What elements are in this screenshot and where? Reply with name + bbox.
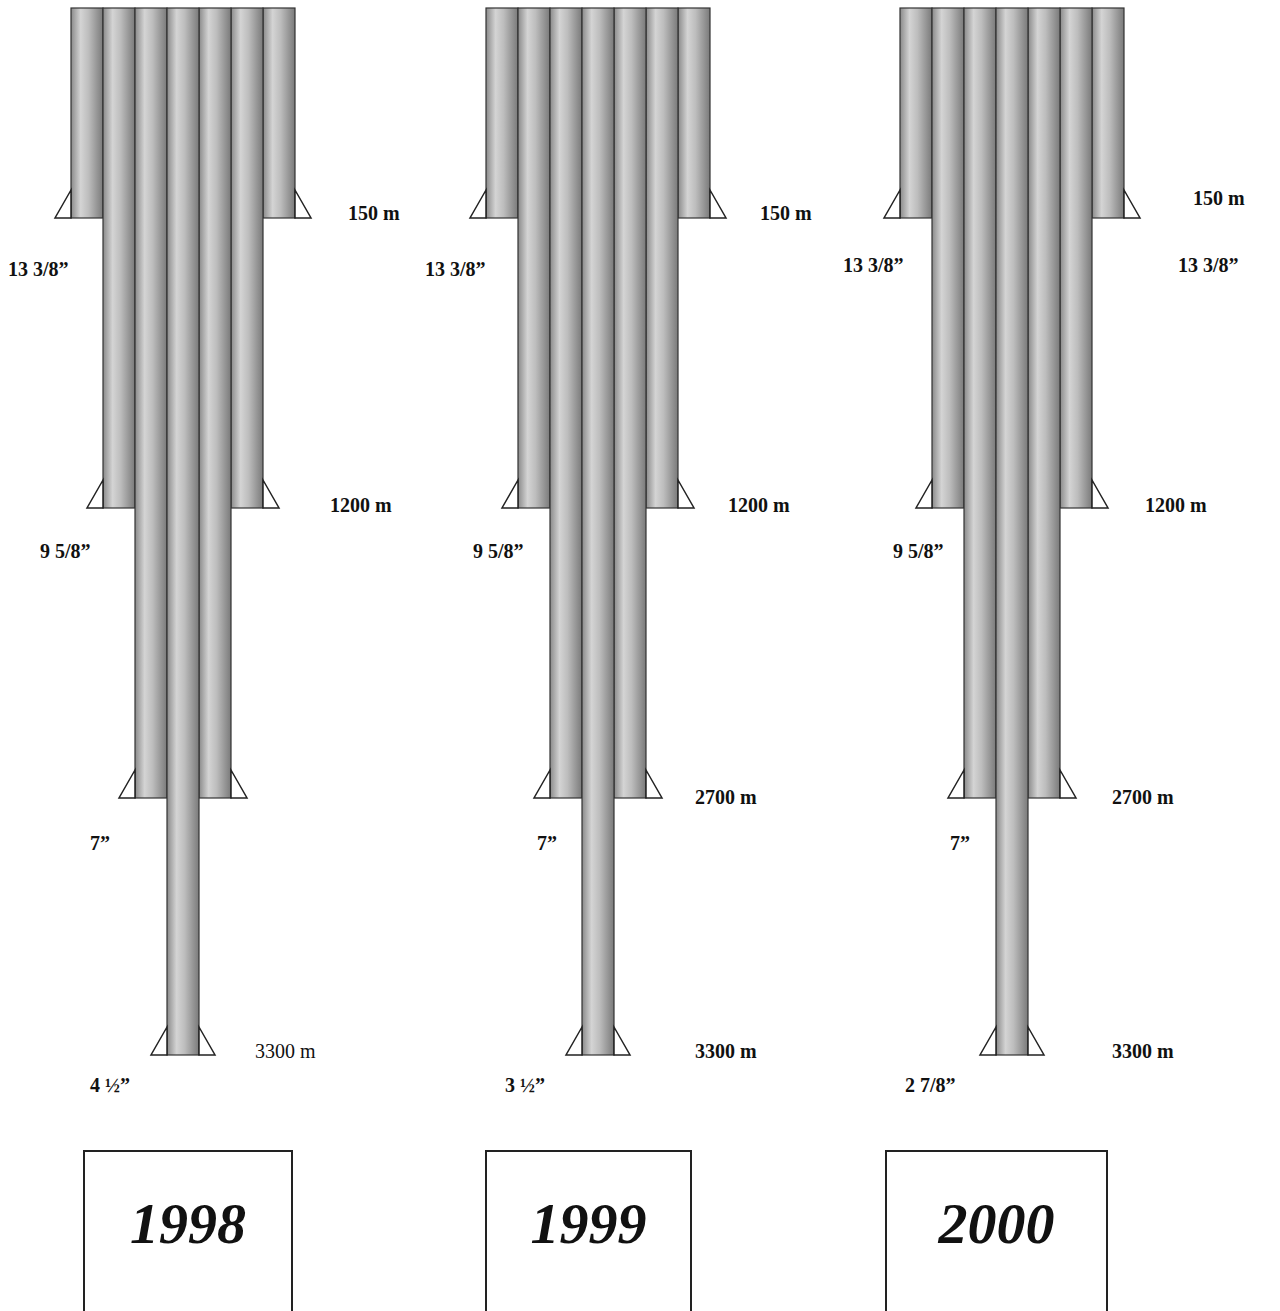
pipe-wall <box>614 8 646 798</box>
casing-shoe <box>502 480 518 508</box>
casing-shoe <box>1028 1027 1044 1055</box>
casing-shoe <box>614 1027 630 1055</box>
pipe-wall <box>1028 8 1060 798</box>
pipe-wall <box>486 8 518 218</box>
pipe-wall <box>103 8 135 508</box>
diameter-label: 9 5/8” <box>40 539 91 563</box>
casing-shoe <box>646 770 662 798</box>
casing-shoe <box>295 190 311 218</box>
pipe-wall <box>199 8 231 798</box>
casing-shoe <box>263 480 279 508</box>
depth-label: 3300 m <box>1112 1039 1174 1063</box>
diameter-label: 13 3/8” <box>1178 253 1239 277</box>
casing-shoe <box>199 1027 215 1055</box>
depth-label: 1200 m <box>728 493 790 517</box>
pipe-wall <box>964 8 996 798</box>
diameter-label: 2 7/8” <box>905 1073 956 1097</box>
casing-shoe <box>55 190 71 218</box>
diameter-label: 13 3/8” <box>425 257 486 281</box>
casing-shoe <box>916 480 932 508</box>
depth-label: 150 m <box>1193 186 1245 210</box>
pipe-wall <box>932 8 964 508</box>
diameter-label: 7” <box>537 831 557 855</box>
year-box: 2000 <box>885 1150 1108 1311</box>
pipe-wall <box>518 8 550 508</box>
depth-label: 3300 m <box>255 1039 316 1063</box>
casing-shoe <box>534 770 550 798</box>
depth-label: 150 m <box>348 201 400 225</box>
pipe-wall <box>231 8 263 508</box>
pipe-wall <box>996 8 1028 1055</box>
depth-label: 150 m <box>760 201 812 225</box>
pipe-wall <box>135 8 167 798</box>
year-text: 1998 <box>130 1190 246 1257</box>
casing-shoe <box>678 480 694 508</box>
casing-shoe <box>151 1027 167 1055</box>
pipe-wall <box>582 8 614 1055</box>
casing-shoe <box>231 770 247 798</box>
pipe-wall <box>1060 8 1092 508</box>
casing-shoe <box>1124 190 1140 218</box>
pipe-wall <box>550 8 582 798</box>
diameter-label: 9 5/8” <box>473 539 524 563</box>
pipe-wall <box>900 8 932 218</box>
pipe-wall <box>1092 8 1124 218</box>
casing-shoe <box>119 770 135 798</box>
casing-shoe <box>980 1027 996 1055</box>
depth-label: 1200 m <box>330 493 392 517</box>
depth-label: 2700 m <box>695 785 757 809</box>
pipe-wall <box>167 8 199 1055</box>
diameter-label: 13 3/8” <box>843 253 904 277</box>
year-text: 1999 <box>531 1190 647 1257</box>
depth-label: 3300 m <box>695 1039 757 1063</box>
diameter-label: 7” <box>950 831 970 855</box>
casing-shoe <box>1060 770 1076 798</box>
depth-label: 2700 m <box>1112 785 1174 809</box>
diameter-label: 3 ½” <box>505 1073 545 1097</box>
casing-shoe <box>566 1027 582 1055</box>
diameter-label: 7” <box>90 831 110 855</box>
diameter-label: 9 5/8” <box>893 539 944 563</box>
casing-shoe <box>1092 480 1108 508</box>
depth-label: 1200 m <box>1145 493 1207 517</box>
year-text: 2000 <box>939 1190 1055 1257</box>
casing-shoe <box>470 190 486 218</box>
pipe-wall <box>263 8 295 218</box>
pipe-wall <box>71 8 103 218</box>
year-box: 1999 <box>485 1150 692 1311</box>
year-box: 1998 <box>83 1150 293 1311</box>
casing-shoe <box>710 190 726 218</box>
diameter-label: 13 3/8” <box>8 257 69 281</box>
pipe-wall <box>678 8 710 218</box>
diameter-label: 4 ½” <box>90 1073 130 1097</box>
pipe-wall <box>646 8 678 508</box>
casing-shoe <box>948 770 964 798</box>
casing-shoe <box>87 480 103 508</box>
casing-shoe <box>884 190 900 218</box>
